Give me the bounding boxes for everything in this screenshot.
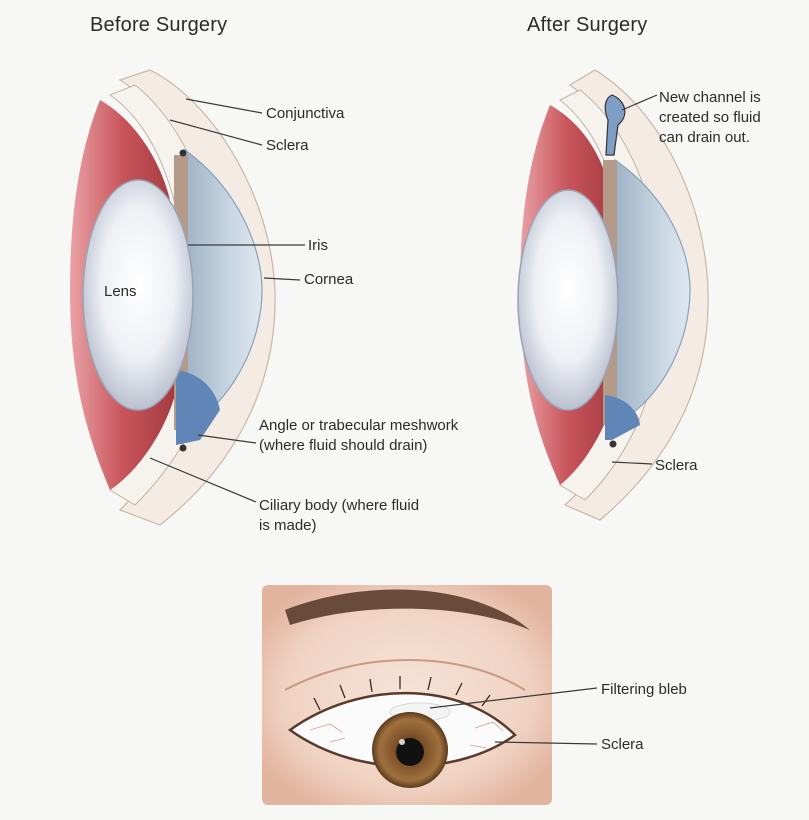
label-channel-line2: created so fluid [659,108,761,127]
label-cornea: Cornea [304,270,353,289]
before-surgery-title: Before Surgery [90,14,227,37]
label-sclera-bottom: Sclera [601,735,644,754]
label-iris: Iris [308,236,328,255]
label-ciliary-line2: is made) [259,516,317,535]
after-lens [518,190,618,410]
label-lens: Lens [104,282,137,301]
before-lens [83,180,193,410]
label-sclera-after: Sclera [655,456,698,475]
label-conjunctiva: Conjunctiva [266,104,344,123]
label-filtering-bleb: Filtering bleb [601,680,687,699]
label-channel-line1: New channel is [659,88,761,107]
label-angle-line1: Angle or trabecular meshwork [259,416,458,435]
before-eye-cross-section [70,70,275,525]
label-sclera-before: Sclera [266,136,309,155]
label-channel-line3: can drain out. [659,128,750,147]
frontal-eye-illustration [262,585,552,805]
label-ciliary-line1: Ciliary body (where fluid [259,496,419,515]
label-angle-line2: (where fluid should drain) [259,436,427,455]
after-surgery-title: After Surgery [527,14,647,37]
